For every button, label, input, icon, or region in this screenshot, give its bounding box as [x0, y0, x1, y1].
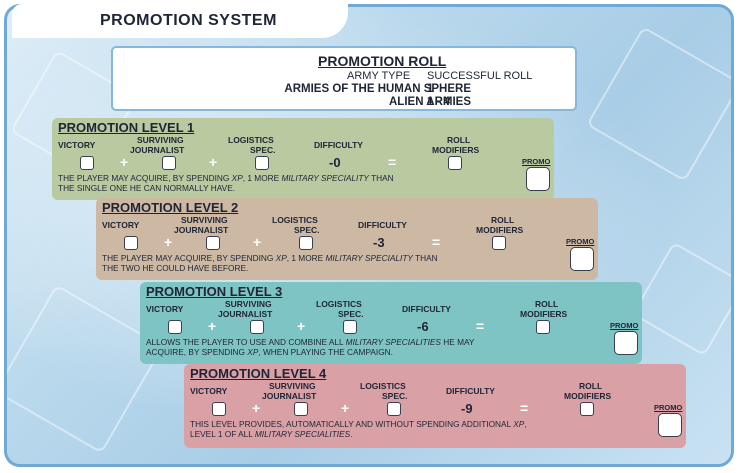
logistics-checkbox[interactable] — [387, 402, 401, 416]
difficulty-label: DIFFICULTY — [402, 304, 451, 314]
plus-sign: + — [209, 154, 218, 170]
journalist-checkbox[interactable] — [162, 156, 176, 170]
logistics-label: LOGISTICS — [360, 381, 406, 391]
hex-decoration — [631, 241, 731, 357]
logistics-label: LOGISTICS — [228, 135, 274, 145]
promo-checkbox[interactable] — [526, 167, 550, 191]
promo-checkbox[interactable] — [658, 413, 682, 437]
roll-label: ROLL — [447, 135, 471, 145]
roll-title: PROMOTION ROLL — [318, 53, 447, 69]
difficulty-value: -0 — [329, 155, 341, 170]
army-type-header: ARMY TYPE — [347, 70, 411, 82]
plus-sign: + — [253, 234, 262, 250]
roll-human-sphere: 1 — [427, 83, 434, 95]
victory-checkbox[interactable] — [168, 320, 182, 334]
level-description: THE PLAYER MAY ACQUIRE, BY SPENDING XP, … — [102, 253, 438, 273]
promotion-level-panel: PROMOTION LEVEL 4 VICTORY SURVIVING JOUR… — [184, 364, 686, 448]
level-description: THIS LEVEL PROVIDES, AUTOMATICALLY AND W… — [190, 419, 527, 439]
roll-label: ROLL — [535, 299, 559, 309]
army-human-sphere: ARMIES OF THE HUMAN SPHERE — [284, 83, 471, 95]
promotion-level-panel: PROMOTION LEVEL 2 VICTORY SURVIVING JOUR… — [96, 198, 598, 280]
plus-sign: + — [341, 400, 350, 416]
modifiers-label: MODIFIERS — [476, 225, 524, 235]
level-title: PROMOTION LEVEL 4 — [190, 366, 327, 381]
journalist-checkbox[interactable] — [250, 320, 264, 334]
promo-checkbox[interactable] — [570, 247, 594, 271]
journalist-label: JOURNALIST — [218, 309, 273, 319]
journalist-label: JOURNALIST — [262, 391, 317, 401]
promo-label: PROMO — [610, 321, 639, 330]
journalist-label: JOURNALIST — [130, 145, 185, 155]
promo-label: PROMO — [566, 237, 595, 246]
promotion-level-panel: PROMOTION LEVEL 3 VICTORY SURVIVING JOUR… — [140, 282, 642, 364]
modifiers-label: MODIFIERS — [520, 309, 568, 319]
roll-label: ROLL — [491, 215, 515, 225]
level-title: PROMOTION LEVEL 1 — [58, 120, 195, 135]
promotion-roll-table: PROMOTION ROLL ARMY TYPE SUCCESSFUL ROLL… — [111, 46, 577, 111]
logistics-checkbox[interactable] — [255, 156, 269, 170]
plus-sign: + — [297, 318, 306, 334]
surviving-label: SURVIVING — [181, 215, 228, 225]
spec-label: SPEC. — [338, 309, 364, 319]
difficulty-label: DIFFICULTY — [446, 386, 495, 396]
modifiers-checkbox[interactable] — [536, 320, 550, 334]
level-title: PROMOTION LEVEL 2 — [102, 200, 239, 215]
plus-sign: + — [252, 400, 261, 416]
difficulty-value: -6 — [417, 319, 429, 334]
equals-sign: = — [388, 154, 397, 170]
roll-alien: 1 - 4 — [427, 96, 451, 108]
modifiers-checkbox[interactable] — [580, 402, 594, 416]
victory-label: VICTORY — [190, 386, 228, 396]
level-description: THE PLAYER MAY ACQUIRE, BY SPENDING XP, … — [58, 173, 394, 193]
level-description: ALLOWS THE PLAYER TO USE AND COMBINE ALL… — [146, 337, 475, 357]
victory-label: VICTORY — [58, 140, 96, 150]
difficulty-label: DIFFICULTY — [314, 140, 363, 150]
surviving-label: SURVIVING — [269, 381, 316, 391]
difficulty-label: DIFFICULTY — [358, 220, 407, 230]
promotion-level-panel: PROMOTION LEVEL 1 VICTORY SURVIVING JOUR… — [52, 118, 554, 200]
difficulty-value: -9 — [461, 401, 473, 416]
victory-checkbox[interactable] — [212, 402, 226, 416]
level-title: PROMOTION LEVEL 3 — [146, 284, 283, 299]
hex-decoration — [586, 26, 731, 182]
plus-sign: + — [164, 234, 173, 250]
spec-label: SPEC. — [382, 391, 408, 401]
roll-label: ROLL — [579, 381, 603, 391]
journalist-checkbox[interactable] — [294, 402, 308, 416]
modifiers-label: MODIFIERS — [564, 391, 612, 401]
promo-label: PROMO — [522, 157, 551, 166]
victory-label: VICTORY — [146, 304, 184, 314]
modifiers-label: MODIFIERS — [432, 145, 480, 155]
page-title: PROMOTION SYSTEM — [100, 12, 277, 29]
logistics-label: LOGISTICS — [272, 215, 318, 225]
logistics-label: LOGISTICS — [316, 299, 362, 309]
surviving-label: SURVIVING — [137, 135, 184, 145]
victory-checkbox[interactable] — [80, 156, 94, 170]
spec-label: SPEC. — [250, 145, 276, 155]
equals-sign: = — [520, 400, 529, 416]
spec-label: SPEC. — [294, 225, 320, 235]
surviving-label: SURVIVING — [225, 299, 272, 309]
plus-sign: + — [120, 154, 129, 170]
title-tab: PROMOTION SYSTEM — [12, 4, 348, 38]
journalist-checkbox[interactable] — [206, 236, 220, 250]
victory-label: VICTORY — [102, 220, 140, 230]
promo-checkbox[interactable] — [614, 331, 638, 355]
logistics-checkbox[interactable] — [343, 320, 357, 334]
equals-sign: = — [476, 318, 485, 334]
promo-label: PROMO — [654, 403, 683, 412]
victory-checkbox[interactable] — [124, 236, 138, 250]
modifiers-checkbox[interactable] — [448, 156, 462, 170]
difficulty-value: -3 — [373, 235, 385, 250]
successful-roll-header: SUCCESSFUL ROLL — [427, 70, 533, 82]
journalist-label: JOURNALIST — [174, 225, 229, 235]
logistics-checkbox[interactable] — [299, 236, 313, 250]
plus-sign: + — [208, 318, 217, 334]
equals-sign: = — [432, 234, 441, 250]
army-alien: ALIEN ARMIES — [389, 96, 471, 108]
modifiers-checkbox[interactable] — [492, 236, 506, 250]
